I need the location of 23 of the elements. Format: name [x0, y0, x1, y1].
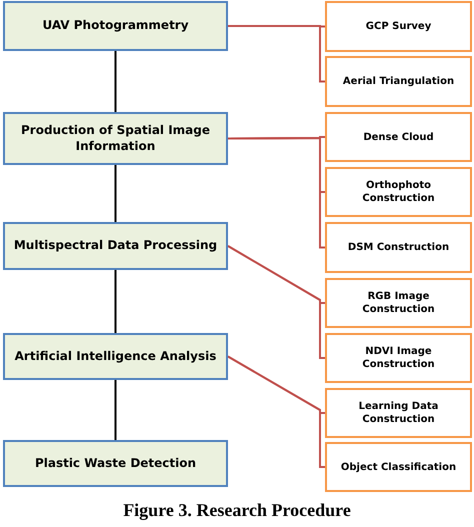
task-box: Dense Cloud	[325, 112, 472, 162]
task-box: NDVI Image Construction	[325, 333, 472, 383]
process-box: Artificial Intelligence Analysis	[3, 333, 228, 380]
connector-line	[114, 165, 116, 222]
process-box: Plastic Waste Detection	[3, 440, 228, 487]
task-box: RGB Image Construction	[325, 278, 472, 328]
connector-line	[228, 245, 325, 359]
process-box: Multispectral Data Processing	[3, 222, 228, 270]
task-box: GCP Survey	[325, 1, 472, 52]
task-box: Object Classification	[325, 442, 472, 492]
task-box: Aerial Triangulation	[325, 56, 472, 107]
process-box: Production of Spatial Image Information	[3, 112, 228, 165]
connector-line	[228, 356, 325, 468]
connector-line	[228, 25, 325, 82]
connector-line	[228, 137, 325, 248]
process-box: UAV Photogrammetry	[3, 1, 228, 51]
connector-line	[114, 380, 116, 440]
figure-caption: Figure 3. Research Procedure	[122, 500, 352, 521]
task-box: DSM Construction	[325, 222, 472, 273]
connector-line	[114, 51, 116, 112]
task-box: Orthophoto Construction	[325, 167, 472, 217]
connector-line	[114, 270, 116, 333]
task-box: Learning Data Construction	[325, 388, 472, 438]
